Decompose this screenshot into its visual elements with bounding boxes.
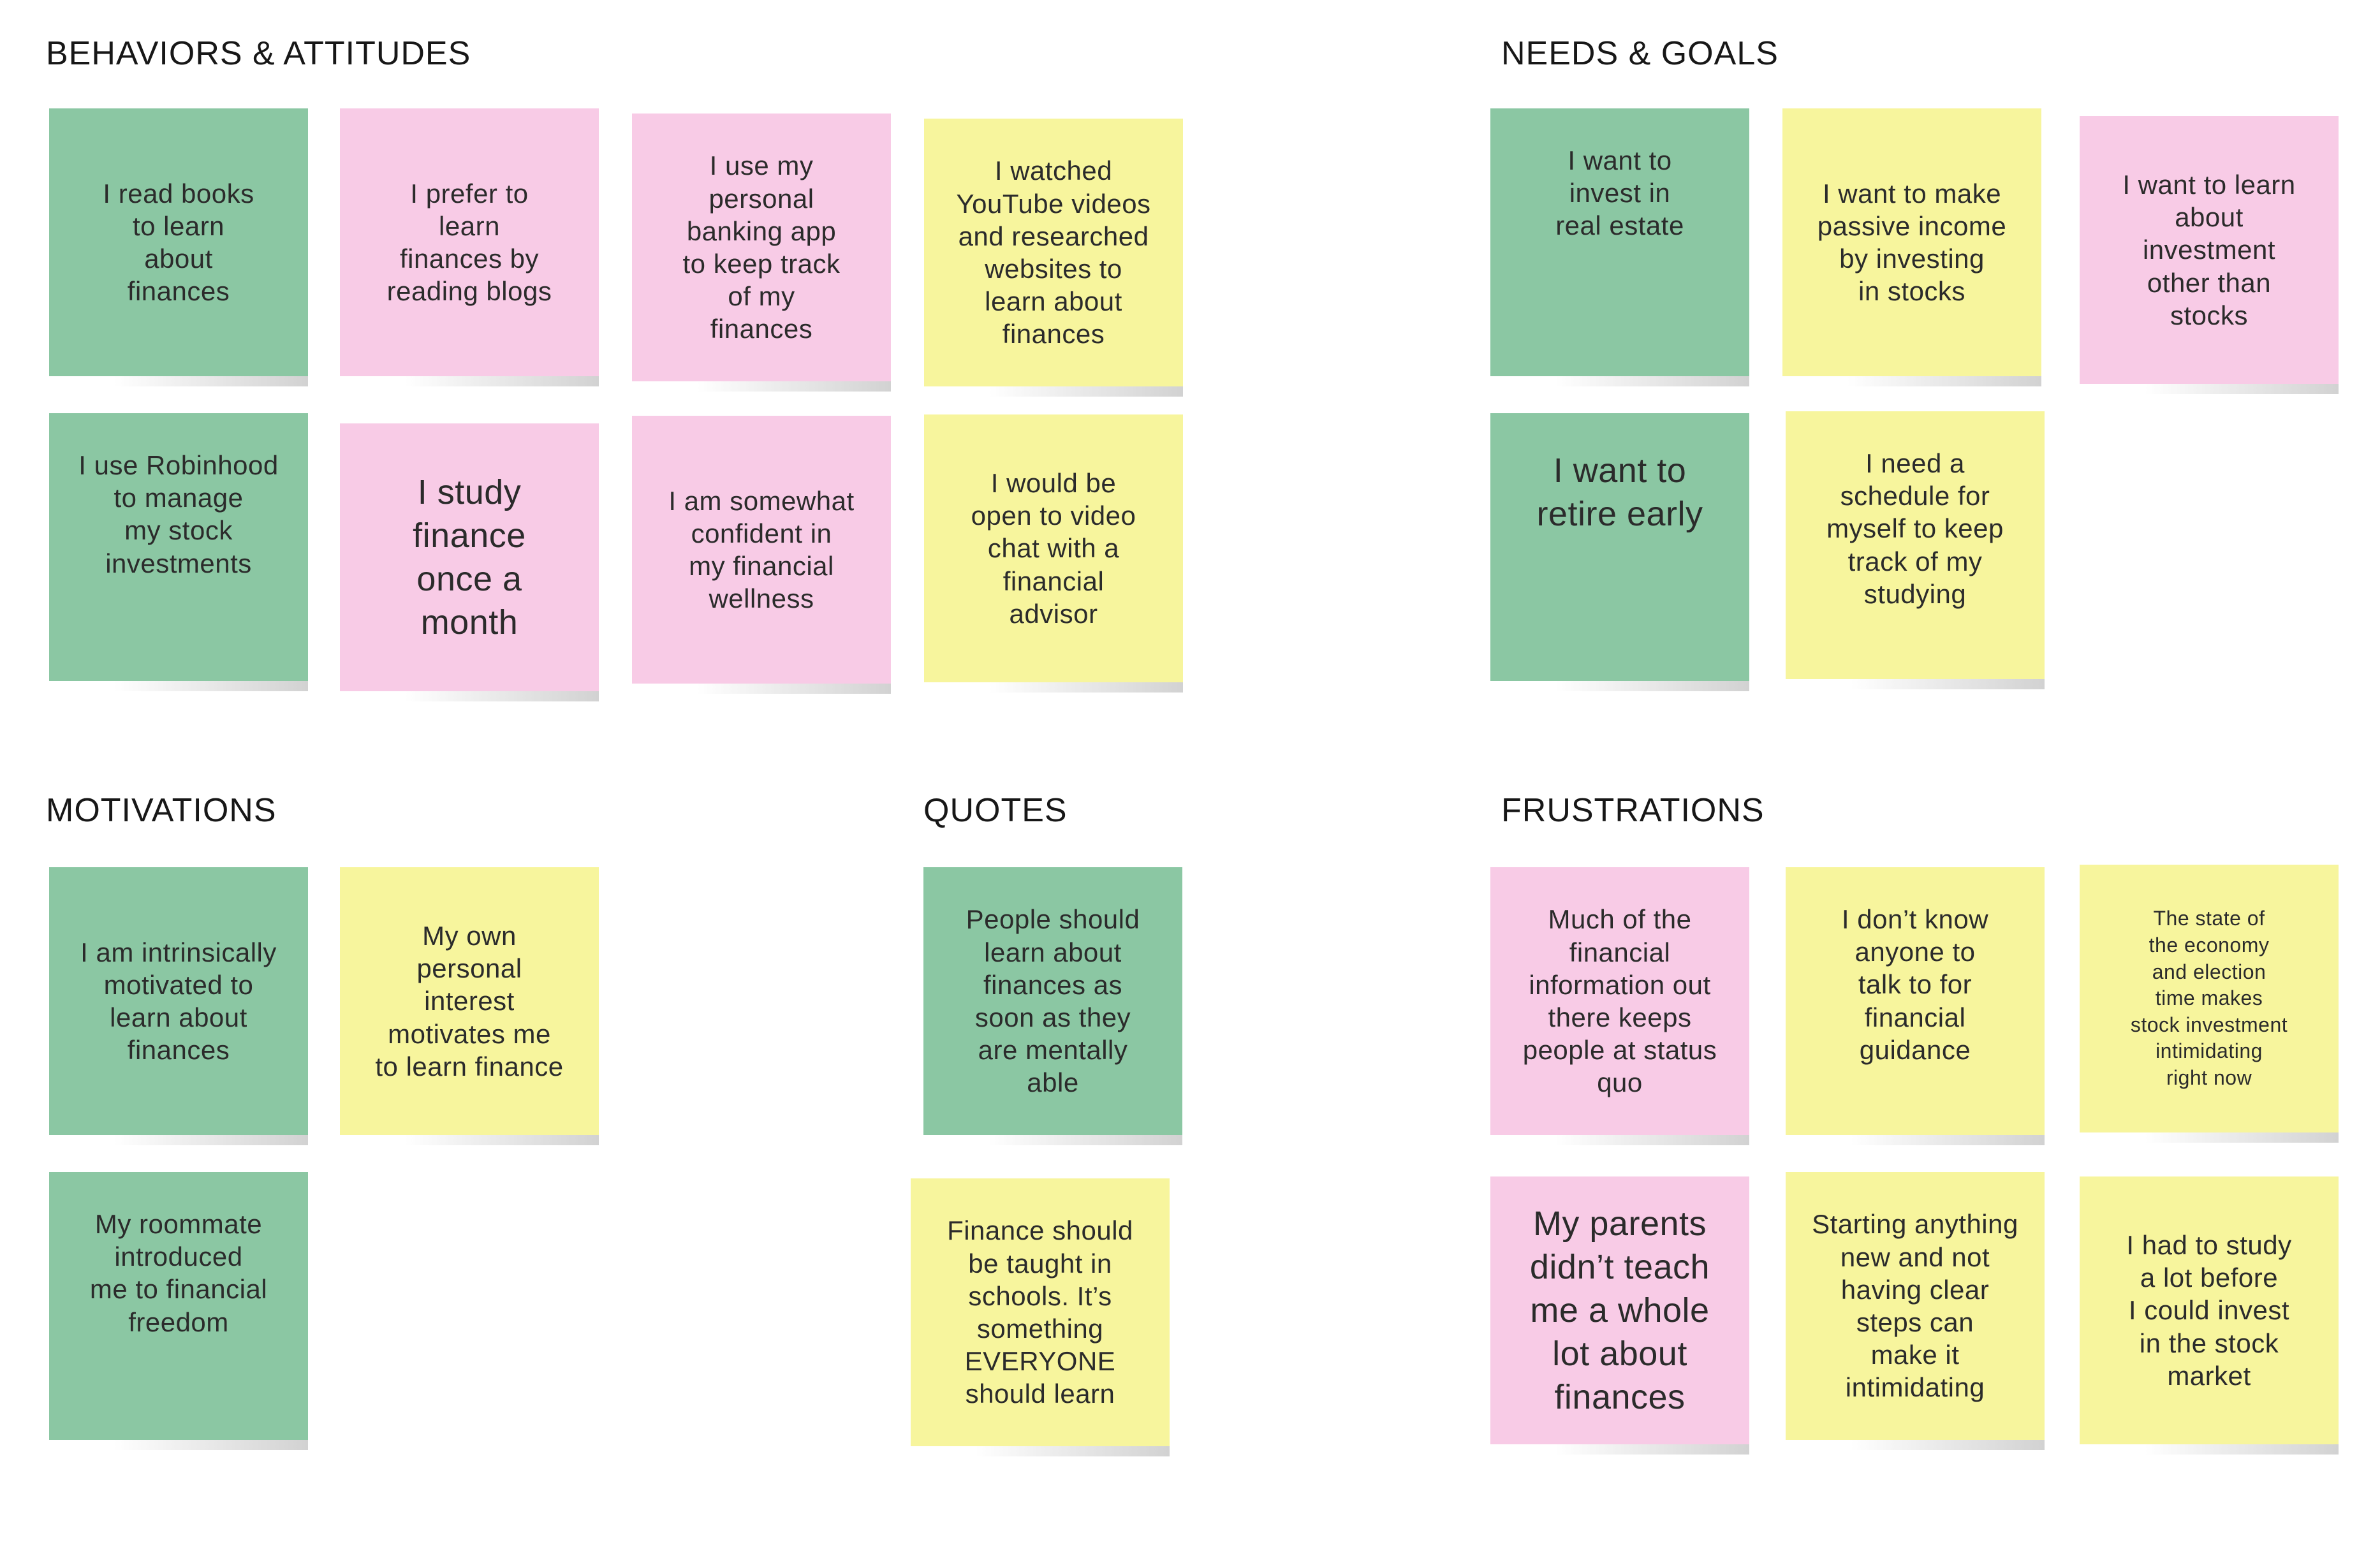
sticky-note[interactable]: People should learn about finances as so… bbox=[923, 867, 1182, 1145]
sticky-note[interactable]: Finance should be taught in schools. It’… bbox=[911, 1178, 1170, 1456]
sticky-note-text: My parents didn’t teach me a whole lot a… bbox=[1529, 1204, 1710, 1417]
note-shadow bbox=[114, 1135, 308, 1145]
sticky-note-text: My roommate introduced me to financial f… bbox=[89, 1209, 268, 1337]
sticky-note[interactable]: My parents didn’t teach me a whole lot a… bbox=[1490, 1176, 1749, 1455]
note-shadow bbox=[2144, 1444, 2339, 1455]
note-shadow bbox=[1555, 1135, 1749, 1145]
sticky-note[interactable]: I watched YouTube videos and researched … bbox=[924, 119, 1183, 397]
note-shadow bbox=[696, 381, 891, 392]
note-shadow bbox=[114, 681, 308, 691]
sticky-note[interactable]: I want to retire early bbox=[1490, 413, 1749, 691]
sticky-note[interactable]: My roommate introduced me to financial f… bbox=[49, 1172, 308, 1450]
sticky-note[interactable]: I am somewhat confident in my financial … bbox=[632, 416, 891, 694]
sticky-note-text: I had to study a lot before I could inve… bbox=[2126, 1229, 2292, 1391]
note-shadow bbox=[404, 376, 599, 386]
sticky-note[interactable]: I read books to learn about finances bbox=[49, 108, 308, 386]
section-title: NEEDS & GOALS bbox=[1501, 35, 1779, 72]
note-shadow bbox=[2144, 1132, 2339, 1143]
sticky-note[interactable]: Much of the financial information out th… bbox=[1490, 867, 1749, 1145]
sticky-note-text: Much of the financial information out th… bbox=[1522, 904, 1717, 1098]
section-title: BEHAVIORS & ATTITUDES bbox=[46, 35, 471, 72]
section-title: MOTIVATIONS bbox=[46, 792, 277, 829]
sticky-note-text: Starting anything new and not having cle… bbox=[1812, 1209, 2018, 1403]
sticky-note[interactable]: I would be open to video chat with a fin… bbox=[924, 414, 1183, 693]
sticky-note[interactable]: I want to make passive income by investi… bbox=[1782, 108, 2041, 386]
note-shadow bbox=[1847, 376, 2041, 386]
note-shadow bbox=[1850, 679, 2045, 689]
sticky-note[interactable]: I study finance once a month bbox=[340, 423, 599, 701]
note-shadow bbox=[404, 1135, 599, 1145]
sticky-note-text: People should learn about finances as so… bbox=[966, 904, 1140, 1098]
sticky-note[interactable]: I prefer to learn finances by reading bl… bbox=[340, 108, 599, 386]
note-shadow bbox=[114, 1440, 308, 1450]
note-shadow bbox=[2144, 384, 2339, 394]
sticky-note[interactable]: I use my personal banking app to keep tr… bbox=[632, 114, 891, 392]
sticky-note-text: Finance should be taught in schools. It’… bbox=[947, 1215, 1133, 1409]
note-shadow bbox=[696, 684, 891, 694]
note-shadow bbox=[404, 691, 599, 701]
sticky-note-text: I read books to learn about finances bbox=[103, 178, 254, 307]
sticky-note-text: The state of the economy and election ti… bbox=[2130, 907, 2288, 1089]
note-shadow bbox=[988, 682, 1183, 693]
sticky-note-text: I study finance once a month bbox=[413, 473, 526, 642]
sticky-note[interactable]: Starting anything new and not having cle… bbox=[1786, 1172, 2045, 1450]
sticky-note-text: I watched YouTube videos and researched … bbox=[956, 156, 1151, 349]
sticky-note-text: I want to learn about investment other t… bbox=[2122, 169, 2296, 330]
sticky-note-text: I need a schedule for myself to keep tra… bbox=[1826, 448, 2004, 609]
note-shadow bbox=[1555, 376, 1749, 386]
section-title: FRUSTRATIONS bbox=[1501, 792, 1765, 829]
sticky-note-text: I am somewhat confident in my financial … bbox=[668, 485, 855, 614]
sticky-note[interactable]: I want to learn about investment other t… bbox=[2080, 116, 2339, 394]
sticky-note[interactable]: I want to invest in real estate bbox=[1490, 108, 1749, 386]
sticky-note[interactable]: I am intrinsically motivated to learn ab… bbox=[49, 867, 308, 1145]
sticky-note-text: I would be open to video chat with a fin… bbox=[971, 467, 1136, 629]
sticky-note-text: I don’t know anyone to talk to for finan… bbox=[1841, 904, 1989, 1065]
sticky-note-text: I am intrinsically motivated to learn ab… bbox=[80, 937, 277, 1066]
note-shadow bbox=[1555, 1444, 1749, 1455]
sticky-note[interactable]: I had to study a lot before I could inve… bbox=[2080, 1176, 2339, 1455]
note-shadow bbox=[1555, 681, 1749, 691]
note-shadow bbox=[114, 376, 308, 386]
sticky-note-text: I prefer to learn finances by reading bl… bbox=[386, 178, 552, 307]
note-shadow bbox=[1850, 1135, 2045, 1145]
sticky-note[interactable]: I don’t know anyone to talk to for finan… bbox=[1786, 867, 2045, 1145]
sticky-note[interactable]: I use Robinhood to manage my stock inves… bbox=[49, 413, 308, 691]
sticky-note-text: I want to invest in real estate bbox=[1555, 145, 1684, 241]
note-shadow bbox=[988, 1135, 1182, 1145]
sticky-note[interactable]: My own personal interest motivates me to… bbox=[340, 867, 599, 1145]
note-shadow bbox=[975, 1446, 1170, 1456]
note-shadow bbox=[1850, 1440, 2045, 1450]
sticky-note-text: My own personal interest motivates me to… bbox=[375, 920, 564, 1081]
sticky-note[interactable]: The state of the economy and election ti… bbox=[2080, 865, 2339, 1143]
section-title: QUOTES bbox=[923, 792, 1068, 829]
sticky-note-text: I use Robinhood to manage my stock inves… bbox=[78, 450, 279, 578]
sticky-note-text: I want to retire early bbox=[1536, 451, 1703, 534]
sticky-note[interactable]: I need a schedule for myself to keep tra… bbox=[1786, 411, 2045, 689]
note-shadow bbox=[988, 386, 1183, 397]
sticky-note-text: I want to make passive income by investi… bbox=[1817, 178, 2007, 307]
sticky-note-text: I use my personal banking app to keep tr… bbox=[682, 150, 841, 344]
